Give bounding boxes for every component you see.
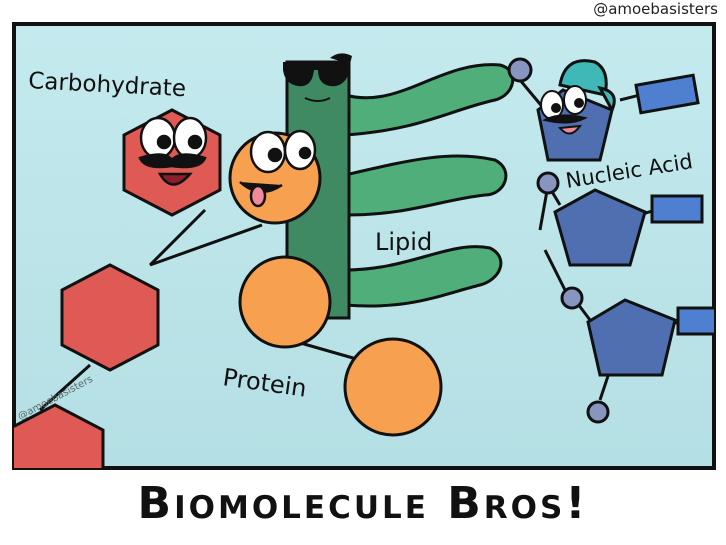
- protein-circle: [238, 255, 332, 349]
- carb-bond: [38, 363, 92, 412]
- phosphate: [586, 400, 610, 424]
- lipid-tail: [343, 63, 515, 137]
- phosphate: [507, 57, 533, 83]
- nucleobase: [634, 73, 700, 115]
- label-lipid: Lipid: [375, 228, 432, 256]
- lipid-tail: [343, 245, 503, 308]
- phosphate: [560, 286, 584, 310]
- nucleobase: [676, 306, 714, 336]
- carbohydrate-hexagon: [14, 403, 105, 468]
- sunglasses-icon: [283, 53, 352, 87]
- lipid-tail: [343, 154, 508, 217]
- nucleobase: [650, 194, 704, 224]
- nucleic-face: [540, 85, 588, 135]
- protein-circle: [343, 337, 443, 437]
- comic-title: Biomolecule Bros!: [137, 478, 589, 529]
- credit-handle: @amoebasisters: [593, 0, 718, 18]
- carb-bond: [148, 208, 207, 267]
- nucleotide-pentagon: [553, 188, 647, 267]
- protein-face: [239, 129, 317, 208]
- phosphate: [536, 171, 560, 195]
- carbohydrate-face: [138, 116, 208, 186]
- nucleotide-pentagon: [586, 298, 677, 377]
- carbohydrate-hexagon: [60, 263, 160, 372]
